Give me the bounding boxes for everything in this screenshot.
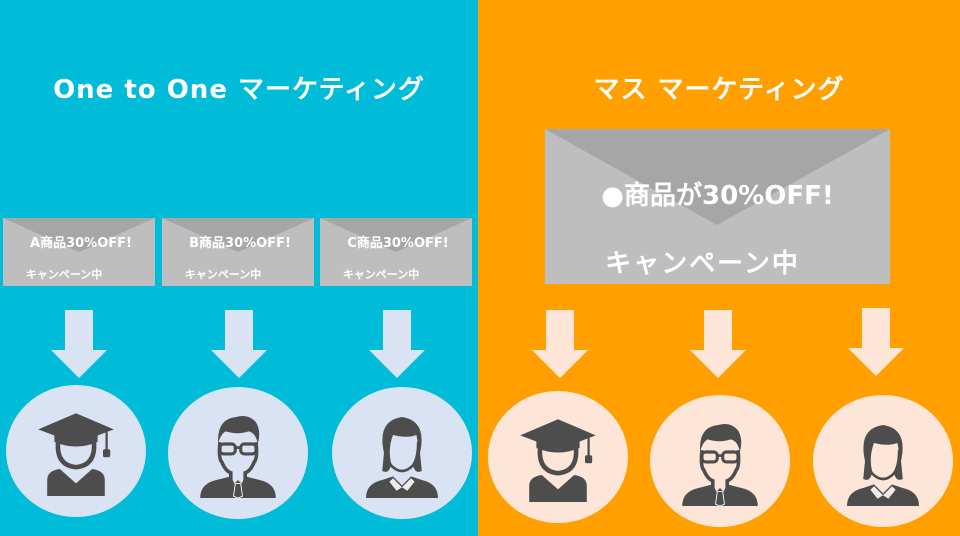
envelope-c: C商品30%OFF! キャンペーン中 (320, 218, 472, 286)
down-arrow-icon (532, 310, 588, 380)
graduate-icon (513, 412, 603, 502)
down-arrow-icon (51, 310, 107, 380)
envelope-flap-icon (3, 218, 155, 252)
down-arrow-icon (211, 310, 267, 380)
mass-envelope-campaign: キャンペーン中 (605, 249, 800, 279)
mass-envelope-offer: ●商品が30%OFF! (601, 181, 834, 211)
envelope-a-campaign: キャンペーン中 (25, 268, 103, 281)
recipient-student (6, 385, 146, 517)
envelope-flap-icon (162, 218, 314, 252)
one-to-one-title: One to One マーケティング (53, 75, 425, 105)
businessman-glasses-icon (675, 416, 765, 506)
businessman-glasses-icon (193, 408, 283, 498)
recipient-businesswoman (332, 387, 472, 519)
businesswoman-icon (838, 416, 928, 506)
envelope-b: B商品30%OFF! キャンペーン中 (162, 218, 314, 286)
mass-marketing-title: マス マーケティング (593, 75, 845, 105)
envelope-flap-icon (545, 129, 890, 225)
envelope-a-offer: A商品30%OFF! (30, 236, 132, 251)
down-arrow-icon (690, 310, 746, 380)
mass-marketing-panel: マス マーケティング ●商品が30%OFF! キャンペーン中 (478, 0, 960, 536)
recipient-businessman (168, 387, 308, 519)
envelope-b-campaign: キャンペーン中 (184, 268, 262, 281)
down-arrow-icon (848, 308, 904, 378)
envelope-a: A商品30%OFF! キャンペーン中 (3, 218, 155, 286)
graduate-icon (31, 406, 121, 496)
recipient-student (488, 391, 628, 523)
recipient-businessman (650, 395, 790, 527)
envelope-flap-icon (320, 218, 472, 252)
envelope-b-offer: B商品30%OFF! (189, 236, 291, 251)
envelope-c-campaign: キャンペーン中 (342, 268, 420, 281)
down-arrow-icon (369, 310, 425, 380)
businesswoman-icon (357, 408, 447, 498)
one-to-one-panel: One to One マーケティング A商品30%OFF! キャンペーン中 B商… (0, 0, 478, 536)
mass-envelope: ●商品が30%OFF! キャンペーン中 (545, 129, 890, 284)
envelope-c-offer: C商品30%OFF! (347, 236, 449, 251)
recipient-businesswoman (813, 395, 953, 527)
